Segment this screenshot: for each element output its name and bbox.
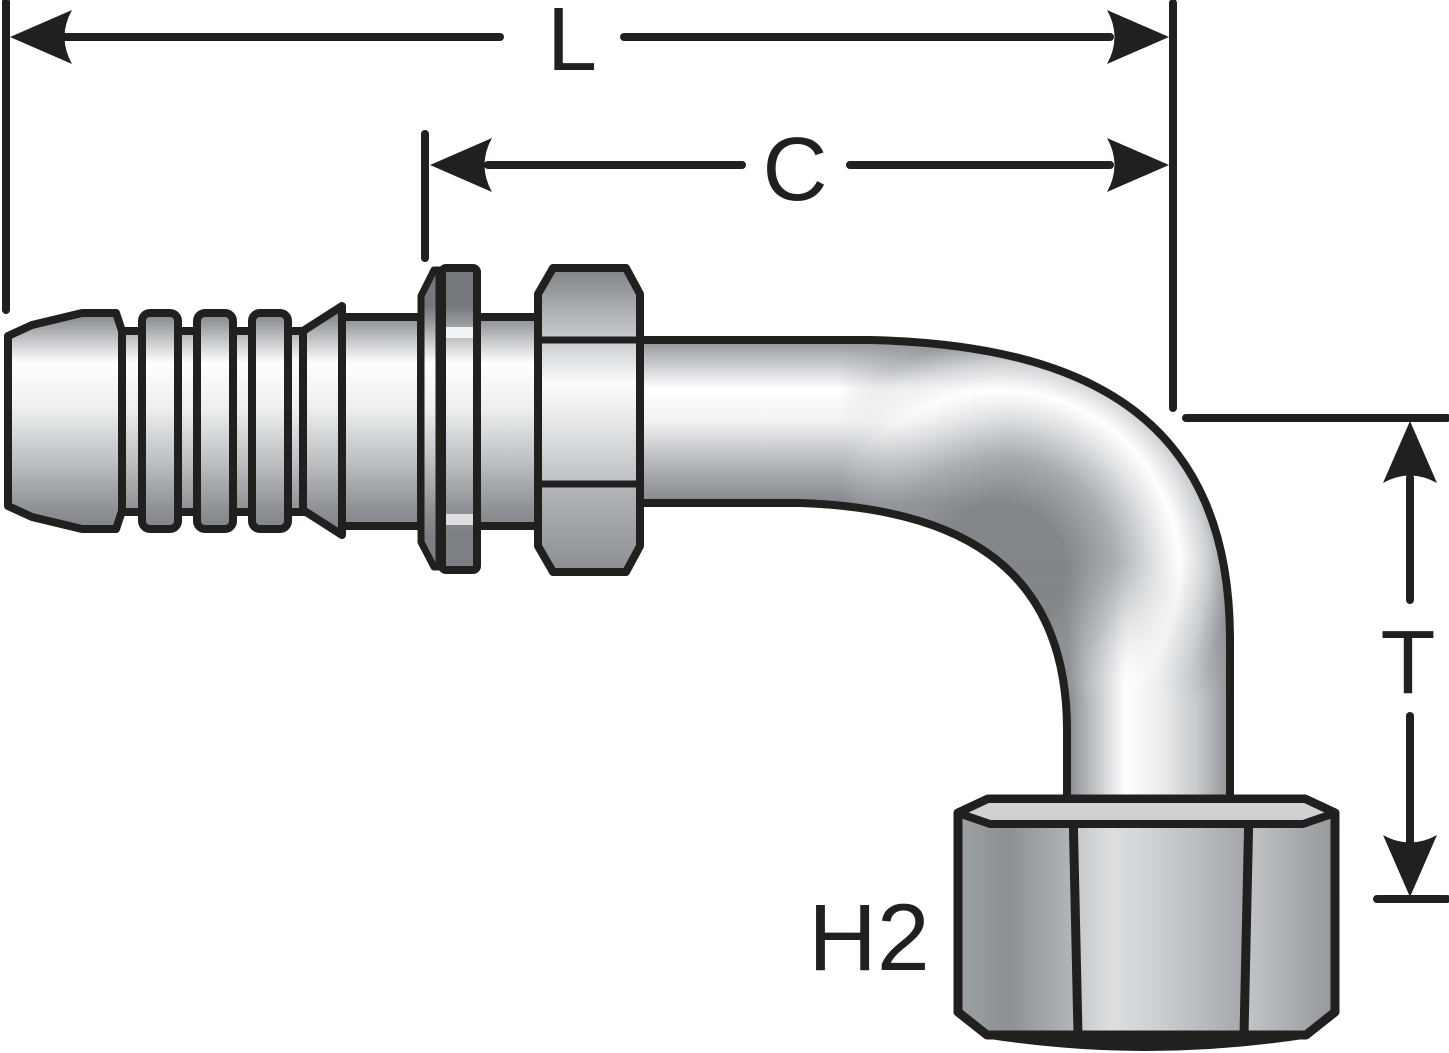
nut-top-face xyxy=(954,795,1339,828)
dimension-C xyxy=(421,130,1114,262)
nut-facet-line xyxy=(1239,803,1254,1040)
barb-rib xyxy=(248,309,292,533)
hex-outline xyxy=(534,264,644,576)
dimension-L xyxy=(2,0,1114,314)
stem-cylinder xyxy=(473,313,544,530)
stem-nose xyxy=(4,309,126,533)
tube-leg-shading xyxy=(640,340,1230,806)
nut-facet-right xyxy=(1248,799,1335,1035)
arrowhead-right-icon xyxy=(1107,10,1169,64)
barb-rib xyxy=(138,309,182,533)
barb-rib xyxy=(193,309,237,533)
nut-facet-line xyxy=(1068,803,1083,1040)
flare-cone xyxy=(299,302,346,539)
elbow-tube xyxy=(636,336,1234,810)
swivel-nut xyxy=(953,794,1340,1051)
collar-highlight xyxy=(446,327,473,338)
hose-fitting xyxy=(4,264,1340,1051)
arrowhead-left-icon xyxy=(10,10,72,64)
arrowhead-left-icon xyxy=(430,138,492,192)
dim-label-C: C xyxy=(763,120,828,220)
hex-facet-middle xyxy=(538,340,640,484)
hex-facet-bottom xyxy=(538,484,640,572)
nut-facet-left xyxy=(958,799,1073,1035)
dimension-T xyxy=(1182,414,1449,903)
dim-label-T: T xyxy=(1381,613,1436,713)
collar-highlight xyxy=(446,514,473,525)
hex-size-label: H2 xyxy=(808,885,929,991)
stem-cylinder xyxy=(338,313,425,530)
collar-bevel-ring xyxy=(417,266,443,571)
tube-outline xyxy=(636,336,1234,810)
hex-nut xyxy=(534,264,644,576)
arrowhead-right-icon xyxy=(1107,138,1169,192)
hex-facet-top xyxy=(538,268,640,340)
collar-washer xyxy=(438,264,481,574)
nut-facet-middle xyxy=(1073,799,1248,1035)
arrowhead-up-icon xyxy=(1383,421,1437,483)
arrowhead-down-icon xyxy=(1383,835,1437,897)
dim-label-L: L xyxy=(547,0,597,90)
